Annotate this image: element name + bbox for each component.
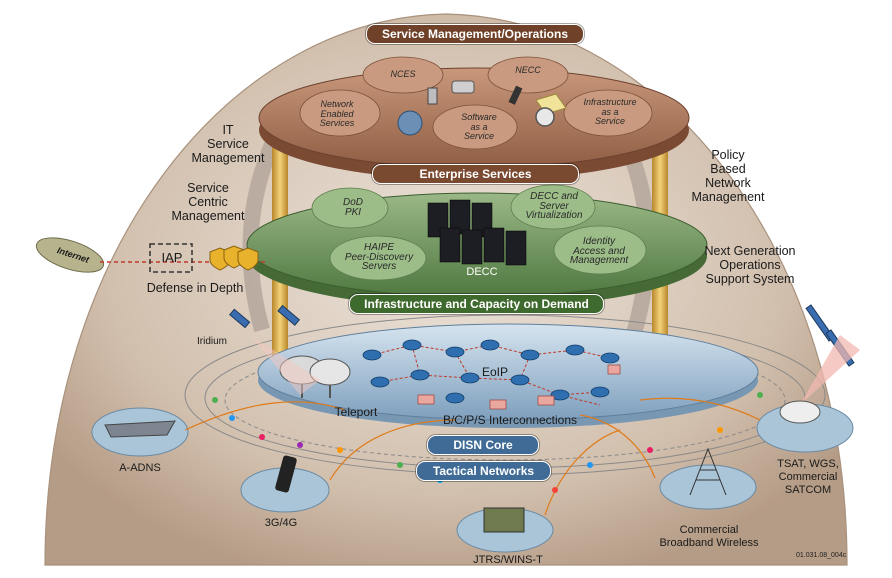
label-haipe: HAIPE Peer-Discovery Servers bbox=[344, 242, 414, 272]
iap-box bbox=[149, 243, 193, 273]
enterprise-ovals bbox=[299, 56, 653, 150]
label-interconnections: B/C/P/S Interconnections bbox=[442, 413, 578, 427]
banner-enterprise-services: Enterprise Services bbox=[372, 164, 579, 184]
label-software-service: Software as a Service bbox=[461, 112, 497, 141]
label-policy-based-network-management: Policy Based Network Management bbox=[691, 148, 765, 204]
phone-icon bbox=[451, 80, 475, 94]
shield-icons bbox=[209, 245, 259, 271]
disn-core-disk bbox=[257, 323, 759, 421]
label-3g-4g: 3G/4G bbox=[264, 517, 298, 529]
decc-servers bbox=[427, 199, 527, 266]
pda-icon bbox=[427, 87, 438, 105]
label-infrastructure-service: Infrastructure as a Service bbox=[583, 97, 637, 126]
label-necc: NECC bbox=[515, 65, 541, 75]
banner-service-management: Service Management/Operations bbox=[366, 24, 584, 44]
figure-id: 01.031.08_004c bbox=[796, 552, 847, 559]
routers bbox=[362, 339, 620, 404]
satcom-dish bbox=[779, 400, 821, 424]
label-decc: DECC bbox=[466, 266, 498, 278]
label-eoip: EoIP bbox=[481, 365, 508, 379]
label-teleport: Teleport bbox=[334, 405, 378, 419]
label-tsat-wgs: TSAT, WGS, Commercial SATCOM bbox=[777, 458, 839, 496]
tower-icon bbox=[689, 447, 727, 496]
vehicle-icon bbox=[483, 507, 525, 533]
banner-tactical-networks: Tactical Networks bbox=[416, 461, 551, 481]
ship-icon bbox=[104, 420, 176, 438]
radio-icon bbox=[508, 85, 523, 105]
label-a-adns: A-ADNS bbox=[119, 462, 161, 474]
label-jtrs-wins-t: JTRS/WINS-T bbox=[473, 554, 543, 566]
label-identity-access: Identity Access and Management bbox=[569, 236, 629, 266]
magnifier-icon bbox=[535, 107, 555, 127]
label-nces: NCES bbox=[390, 69, 416, 79]
tactical-ring-inner bbox=[224, 339, 786, 461]
banner-infrastructure: Infrastructure and Capacity on Demand bbox=[349, 294, 604, 314]
infra-ovals bbox=[311, 184, 647, 281]
label-iridium: Iridium bbox=[196, 336, 227, 347]
internet-cloud bbox=[35, 237, 105, 273]
banner-disn-core: DISN Core bbox=[427, 435, 539, 455]
label-network-enabled-services: Network Enabled Services bbox=[319, 99, 355, 128]
label-dod-pki: DoD PKI bbox=[342, 197, 363, 218]
label-commercial-broadband: Commercial Broadband Wireless bbox=[659, 524, 759, 549]
interconnect-boxes bbox=[417, 364, 621, 410]
label-it-service-management: IT Service Management bbox=[191, 123, 265, 165]
gear-icon bbox=[397, 110, 423, 136]
label-defense-in-depth: Defense in Depth bbox=[146, 281, 244, 295]
link-arcs bbox=[184, 397, 761, 516]
label-iap: IAP bbox=[161, 250, 183, 265]
beam bbox=[800, 335, 860, 405]
label-decc-virtualization: DECC and Server Virtualization bbox=[525, 191, 583, 221]
label-service-centric-management: Service Centric Management bbox=[171, 181, 245, 223]
beam-2 bbox=[250, 335, 320, 395]
label-next-generation-oss: Next Generation Operations Support Syste… bbox=[704, 244, 796, 286]
cellphone-icon bbox=[275, 455, 297, 493]
